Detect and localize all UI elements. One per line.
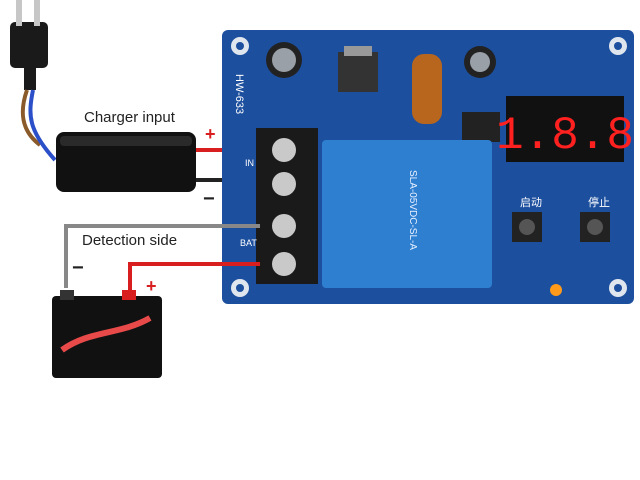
relay: SLA-05VDC-SL-A	[322, 140, 492, 288]
battery-plus-sign: +	[146, 276, 157, 296]
battery-minus-wire	[64, 224, 260, 288]
terminal-block	[256, 128, 318, 284]
battery-minus-sign: −	[72, 257, 84, 279]
charger-plus-sign: +	[205, 124, 216, 144]
battery-plus-wire	[128, 262, 260, 300]
stop-label: 停止	[588, 195, 610, 209]
detection-side-label: Detection side	[82, 232, 178, 249]
led-display: 1.8.8	[496, 96, 634, 162]
charger-minus-sign: −	[203, 188, 215, 210]
terminal-bat-label: BAT	[240, 238, 257, 248]
status-led	[550, 284, 562, 296]
board-model-label: HW-633	[233, 74, 245, 114]
terminal-in-label: IN	[245, 158, 254, 168]
relay-model-text: SLA-05VDC-SL-A	[407, 170, 418, 250]
charger-input-label: Charger input	[84, 109, 175, 126]
control-board: HW-633 1.8.8 启动 停止 SLA-05VDC-SL-A	[222, 30, 634, 304]
power-plug	[10, 0, 57, 162]
charger-adapter	[56, 132, 196, 192]
battery	[52, 290, 162, 378]
start-label: 启动	[520, 196, 542, 209]
display-digits: 1.8.8	[496, 110, 634, 162]
